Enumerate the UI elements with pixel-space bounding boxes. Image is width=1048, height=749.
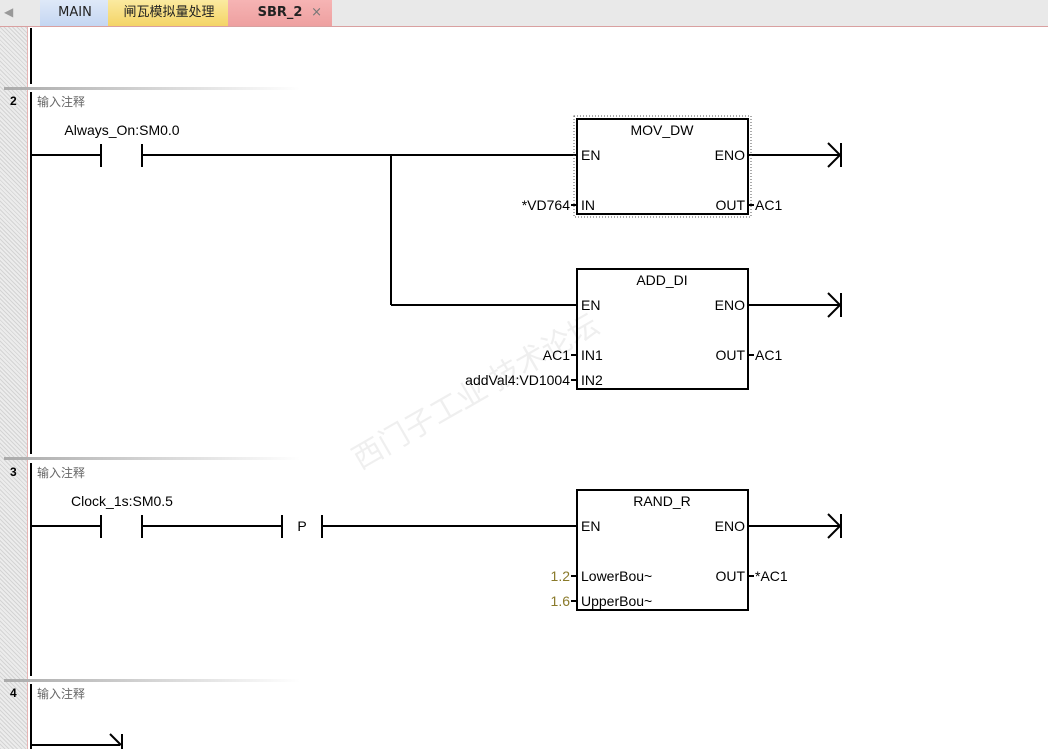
pin-in1: IN1 [581,347,603,363]
tab-brake-analog[interactable]: 闸瓦模拟量处理 [108,0,230,26]
network-gutter [0,27,28,749]
pin-en: EN [581,147,600,163]
network-separator [4,679,300,682]
pin-out: OUT [715,568,745,584]
rand-r-box [576,489,749,611]
network-number: 2 [10,94,17,108]
network-number: 4 [10,686,17,700]
pin-in2: IN2 [581,372,603,388]
network-comment[interactable]: 输入注释 [37,686,85,701]
network-separator [4,87,300,90]
watermark: 西门子工业 技术论坛 [347,308,605,476]
operand-in2[interactable]: addVal4:VD1004 [465,372,570,388]
pin-out: OUT [715,197,745,213]
tab-main[interactable]: MAIN [40,0,110,26]
pin-en: EN [581,297,600,313]
mov-dw-box [576,118,749,215]
pin-lower: LowerBou~ [581,568,652,584]
network-3: 3 输入注释 Clock_1s:SM0.5 P RAND_R EN ENO Lo… [10,465,842,611]
tab-label: 闸瓦模拟量处理 [123,5,215,20]
box-title: MOV_DW [631,122,695,138]
operand-in1[interactable]: AC1 [543,347,570,363]
operand-out[interactable]: AC1 [755,197,782,213]
positive-edge-contact[interactable]: P [297,518,306,534]
box-title: ADD_DI [636,272,687,288]
network-2: 2 输入注释 Always_On:SM0.0 MOV_DW EN ENO IN … [10,94,842,390]
tab-bar: ◀ MAIN 闸瓦模拟量处理 SBR_2 × [0,0,1048,27]
pin-upper: UpperBou~ [581,593,652,609]
operand-out[interactable]: AC1 [755,347,782,363]
pin-eno: ENO [715,147,745,163]
network-4: 4 输入注释 [10,686,123,749]
network-number: 3 [10,465,17,479]
pin-eno: ENO [715,518,745,534]
network-comment[interactable]: 输入注释 [37,465,85,480]
pin-eno: ENO [715,297,745,313]
operand-upper[interactable]: 1.6 [551,593,571,609]
tab-label: MAIN [58,5,92,20]
add-di-box [576,268,749,390]
tab-sbr2[interactable]: SBR_2 × [228,0,332,26]
operand-out[interactable]: *AC1 [755,568,788,584]
tab-label: SBR_2 [257,5,303,20]
pin-en: EN [581,518,600,534]
network-comment[interactable]: 输入注释 [37,94,85,109]
box-title: RAND_R [633,493,691,509]
contact-label[interactable]: Clock_1s:SM0.5 [71,493,173,509]
contact-label[interactable]: Always_On:SM0.0 [64,122,179,138]
scroll-left-icon[interactable]: ◀ [4,5,14,19]
operand-lower[interactable]: 1.2 [551,568,571,584]
operand-in[interactable]: *VD764 [522,197,570,213]
close-icon[interactable]: × [311,5,322,20]
pin-out: OUT [715,347,745,363]
pin-in: IN [581,197,595,213]
network-separator [4,457,300,460]
